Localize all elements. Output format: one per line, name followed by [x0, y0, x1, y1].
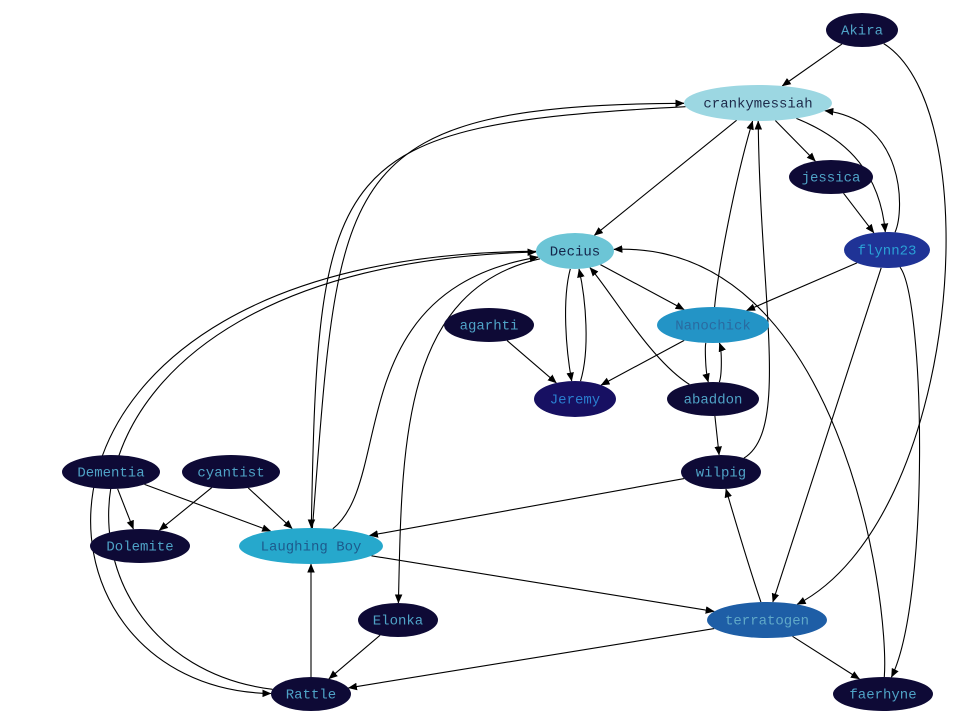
node-shape-dolemite	[90, 529, 190, 563]
node-label-laughingboy: Laughing Boy	[261, 540, 362, 556]
node-shape-abaddon	[667, 382, 759, 416]
node-dolemite[interactable]: Dolemite	[90, 529, 190, 563]
edge-abaddon-to-nanochick	[718, 342, 726, 383]
edge-terratogen-to-faerhyne	[792, 635, 860, 680]
node-dementia[interactable]: Dementia	[62, 455, 160, 489]
edge-laughingboy-to-crankymessiah	[311, 99, 685, 529]
edge-wilpig-to-laughingboy	[368, 478, 685, 538]
edge-crankymessiah-to-jessica	[774, 120, 816, 162]
edge-cyantist-to-dolemite	[158, 487, 213, 531]
node-shape-crankymessiah	[684, 85, 832, 121]
edge-crankymessiah-to-flynn23	[796, 117, 889, 233]
edge-cyantist-to-laughingboy	[247, 487, 293, 530]
edge-nanochick-to-abaddon	[702, 342, 710, 383]
edge-laughingboy-to-terratogen	[371, 555, 715, 614]
node-jessica[interactable]: jessica	[789, 160, 873, 194]
node-label-terratogen: terratogen	[725, 614, 809, 630]
node-label-faerhyne: faerhyne	[849, 688, 916, 704]
edge-decius-to-jeremy	[565, 268, 574, 382]
node-akira[interactable]: Akira	[826, 13, 898, 47]
node-shape-nanochick	[657, 307, 769, 343]
edge-nanochick-to-crankymessiah	[714, 120, 754, 308]
edge-flynn23-to-nanochick	[746, 262, 858, 312]
edge-wilpig-to-crankymessiah	[743, 120, 770, 459]
edge-akira-to-terratogen	[796, 43, 947, 605]
node-jeremy[interactable]: Jeremy	[534, 381, 616, 417]
edge-decius-to-nanochick	[600, 264, 685, 311]
node-terratogen[interactable]: terratogen	[707, 602, 827, 638]
node-label-abaddon: abaddon	[684, 393, 743, 409]
node-label-akira: Akira	[841, 24, 883, 40]
node-decius[interactable]: Decius	[536, 233, 614, 269]
node-label-elonka: Elonka	[373, 614, 423, 630]
node-label-dementia: Dementia	[77, 466, 144, 482]
edge-terratogen-to-wilpig	[724, 488, 762, 603]
node-label-rattle: Rattle	[286, 688, 336, 704]
node-label-jessica: jessica	[802, 171, 861, 187]
node-label-jeremy: Jeremy	[550, 393, 600, 409]
edge-abaddon-to-decius	[589, 267, 690, 385]
edge-nanochick-to-jeremy	[600, 339, 685, 386]
node-label-wilpig: wilpig	[696, 466, 746, 482]
node-label-decius: Decius	[550, 245, 600, 261]
edges-layer	[90, 43, 947, 698]
node-shape-akira	[826, 13, 898, 47]
node-label-crankymessiah: crankymessiah	[703, 97, 812, 113]
nodes-layer: Akira crankymessiah jessica flynn23 DeciusNa…	[62, 13, 933, 711]
node-cyantist[interactable]: cyantist	[182, 455, 280, 489]
node-shape-wilpig	[681, 455, 761, 489]
node-crankymessiah[interactable]: crankymessiah	[684, 85, 832, 121]
node-label-agarhti: agarhti	[460, 319, 519, 335]
node-label-cyantist: cyantist	[197, 466, 264, 482]
edge-jeremy-to-decius	[577, 268, 587, 382]
node-shape-jeremy	[534, 381, 616, 417]
edge-crankymessiah-to-decius	[593, 119, 738, 236]
edge-decius-to-elonka	[394, 258, 541, 604]
node-shape-cyantist	[182, 455, 280, 489]
node-elonka[interactable]: Elonka	[358, 603, 438, 637]
edge-elonka-to-rattle	[328, 634, 381, 680]
node-shape-dementia	[62, 455, 160, 489]
node-shape-jessica	[789, 160, 873, 194]
edge-dementia-to-dolemite	[117, 488, 134, 530]
node-laughingboy[interactable]: Laughing Boy	[239, 528, 383, 564]
edge-flynn23-to-crankymessiah	[824, 107, 901, 233]
node-shape-elonka	[358, 603, 438, 637]
node-shape-terratogen	[707, 602, 827, 638]
node-label-dolemite: Dolemite	[106, 540, 173, 556]
node-shape-rattle	[271, 677, 351, 711]
edge-crankymessiah-to-laughingboy	[307, 106, 686, 529]
edge-jessica-to-flynn23	[843, 192, 875, 234]
edge-abaddon-to-wilpig	[714, 415, 722, 456]
node-label-nanochick: Nanochick	[675, 319, 751, 335]
edge-laughingboy-to-decius	[332, 254, 539, 530]
node-shape-flynn23	[844, 232, 930, 268]
edge-flynn23-to-faerhyne	[890, 266, 921, 678]
node-rattle[interactable]: Rattle	[271, 677, 351, 711]
node-nanochick[interactable]: Nanochick	[657, 307, 769, 343]
node-faerhyne[interactable]: faerhyne	[833, 677, 933, 711]
edge-flynn23-to-terratogen	[771, 267, 882, 603]
edge-terratogen-to-rattle	[347, 628, 715, 691]
edge-dementia-to-laughingboy	[144, 483, 272, 532]
node-shape-agarhti	[444, 308, 534, 342]
node-label-flynn23: flynn23	[858, 244, 917, 260]
edge-agarhti-to-jeremy	[506, 340, 557, 384]
node-agarhti[interactable]: agarhti	[444, 308, 534, 342]
node-wilpig[interactable]: wilpig	[681, 455, 761, 489]
edge-faerhyne-to-decius	[613, 245, 886, 678]
node-shape-faerhyne	[833, 677, 933, 711]
node-shape-laughingboy	[239, 528, 383, 564]
node-shape-decius	[536, 233, 614, 269]
edge-akira-to-crankymessiah	[781, 43, 843, 87]
node-abaddon[interactable]: abaddon	[667, 382, 759, 416]
node-flynn23[interactable]: flynn23	[844, 232, 930, 268]
